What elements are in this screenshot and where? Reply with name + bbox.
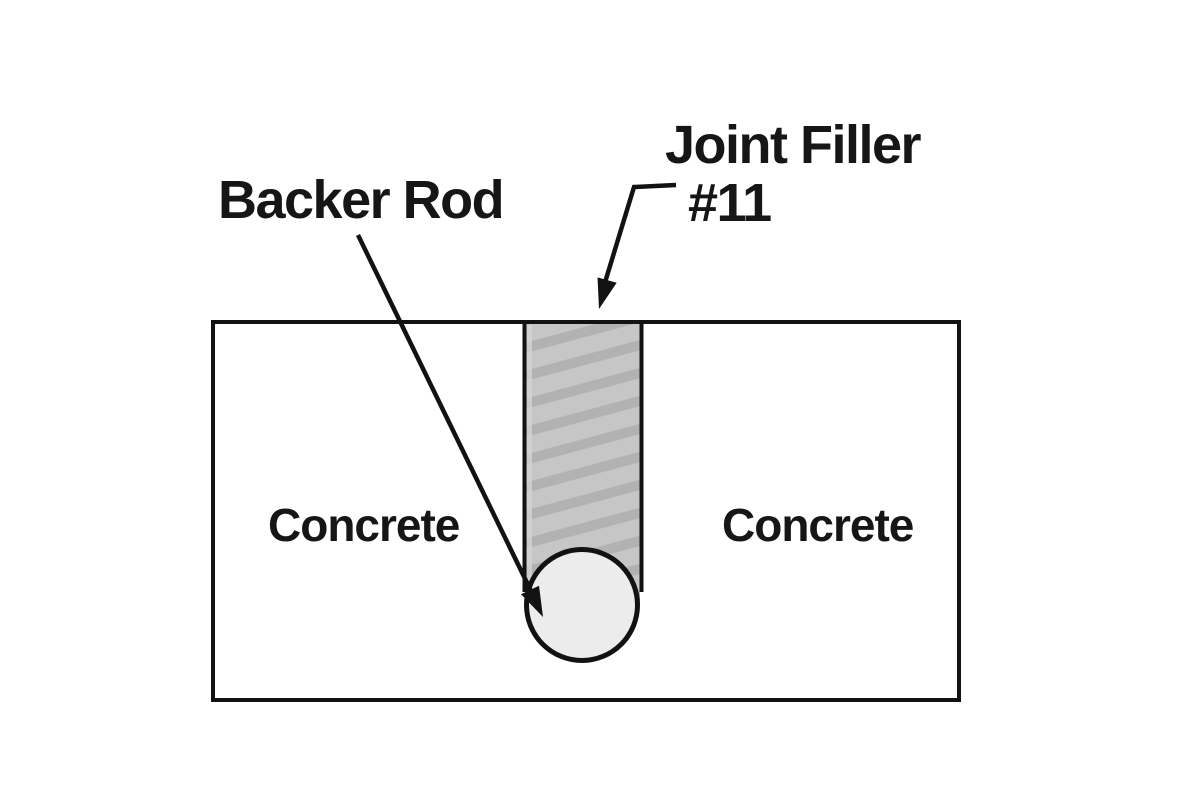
concrete-left-label: Concrete <box>268 499 460 551</box>
backer-rod-leader-line <box>355 234 534 592</box>
backer-rod-circle <box>524 547 640 663</box>
backer-rod-label: Backer Rod <box>218 170 503 230</box>
joint-filler-number-label: #11 <box>688 173 771 233</box>
concrete-right-label: Concrete <box>722 499 914 551</box>
backer-rod-arrowhead-icon <box>521 585 543 617</box>
joint-filler-label: Joint Filler <box>665 115 922 175</box>
joint-filler-leader-line <box>600 182 677 290</box>
joint-filler-edge-highlight <box>527 325 532 580</box>
joint-filler-arrowhead-icon <box>597 277 617 309</box>
